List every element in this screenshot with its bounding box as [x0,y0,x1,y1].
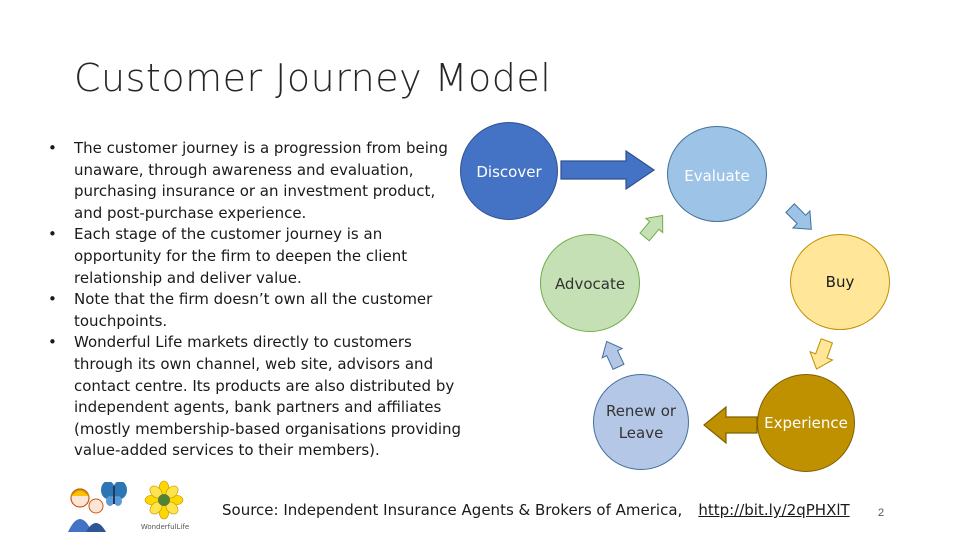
node-buy: Buy [790,234,890,330]
page-number: 2 [878,507,885,519]
arrow-buy-to-experience [809,338,834,370]
source-citation: Source: Independent Insurance Agents & B… [222,501,850,519]
node-renew-label-line1: Renew or [605,402,677,420]
arrow-experience-to-renew [703,405,758,445]
node-buy-label: Buy [825,273,855,291]
arrow-evaluate-to-buy [785,203,812,230]
bullet-item: The customer journey is a progression fr… [48,138,468,224]
node-experience-label: Experience [764,414,848,432]
node-experience: Experience [757,374,855,472]
arrow-discover-to-evaluate [560,150,656,190]
sunflower-logo-icon [144,480,184,520]
node-advocate: Advocate [540,234,640,332]
bullet-item: Wonderful Life markets directly to custo… [48,332,468,462]
node-discover-label: Discover [476,163,542,181]
bullet-list: The customer journey is a progression fr… [48,138,468,462]
family-logo-icon [68,482,127,532]
node-advocate-label: Advocate [554,275,626,293]
node-evaluate-label: Evaluate [684,167,750,185]
arrow-renew-to-advocate [601,340,625,370]
node-renew-or-leave: Renew or Leave [593,374,689,470]
slide-title: Customer Journey Model [74,56,552,100]
source-link[interactable]: http://bit.ly/2qPHXlT [698,501,850,519]
bullet-item: Each stage of the customer journey is an… [48,224,468,289]
node-renew-label-line2: Leave [618,424,664,442]
arrow-advocate-to-evaluate [639,214,664,242]
node-discover: Discover [460,122,558,220]
sunflower-logo-caption: WonderfulLife [140,523,190,531]
source-text: Source: Independent Insurance Agents & B… [222,501,683,519]
node-evaluate: Evaluate [667,126,767,222]
bullet-item: Note that the firm doesn’t own all the c… [48,289,468,332]
